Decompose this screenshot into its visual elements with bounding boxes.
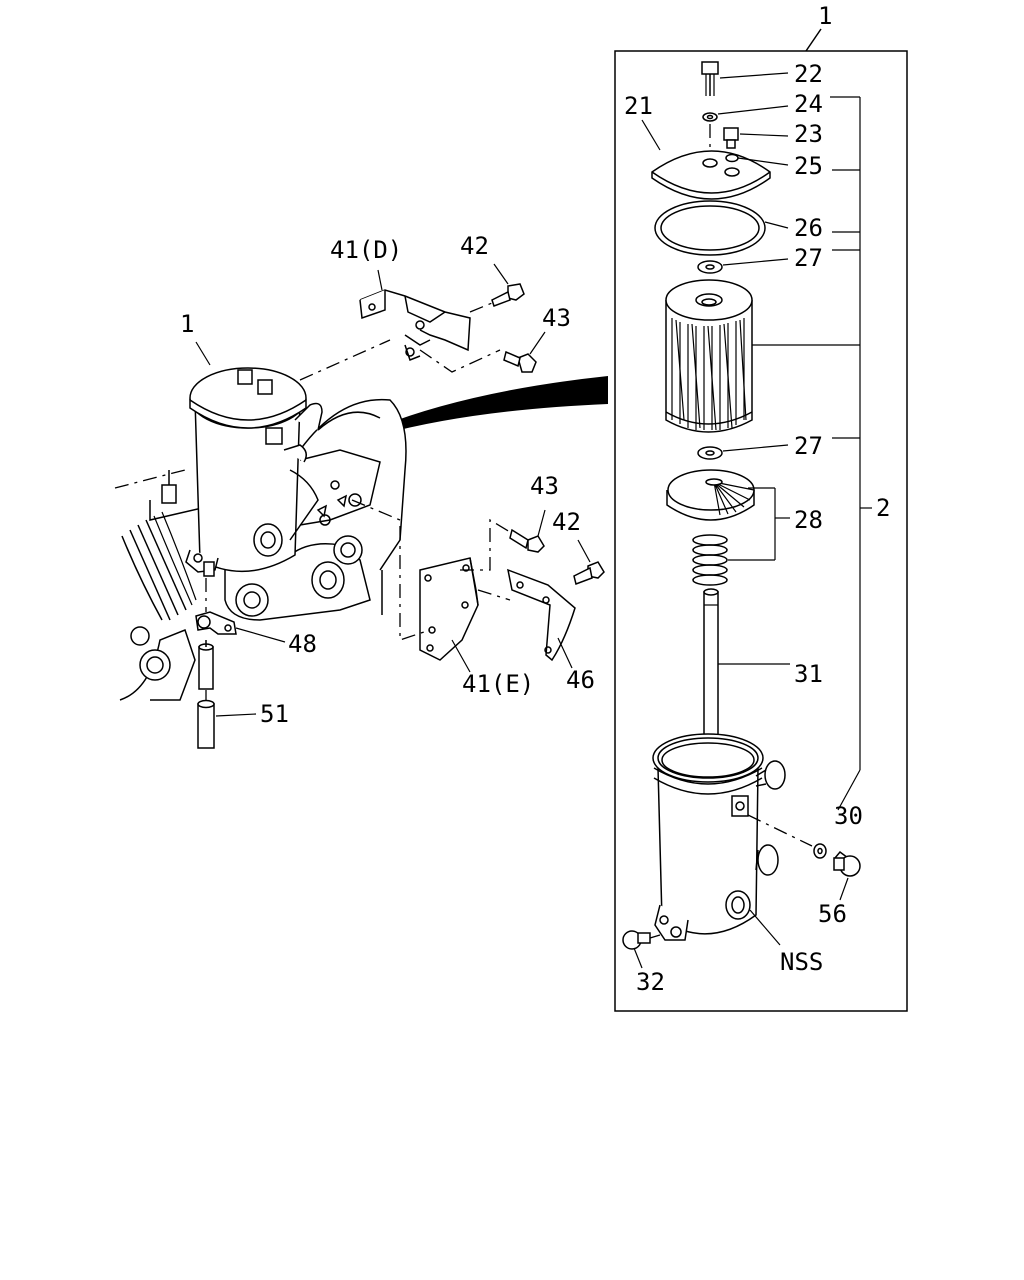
kit-bracket — [752, 96, 872, 811]
callout-46: 46 — [566, 666, 595, 694]
callout-23: 23 — [794, 120, 823, 148]
cover-21 — [641, 119, 771, 200]
drain-plug-32 — [622, 930, 661, 969]
callout-24: 24 — [794, 90, 823, 118]
callout-48: 48 — [288, 630, 317, 658]
callout-30: 30 — [834, 802, 863, 830]
callout-56: 56 — [818, 900, 847, 928]
clip-48 — [195, 578, 286, 643]
callout-21: 21 — [624, 92, 653, 120]
callout-42-lower: 42 — [552, 508, 581, 536]
callout-22: 22 — [794, 60, 823, 88]
spring-seat-28 — [666, 469, 755, 521]
callout-26: 26 — [794, 214, 823, 242]
filter-element — [665, 279, 753, 433]
callout-27-upper: 27 — [794, 244, 823, 272]
plug-23 — [723, 127, 789, 166]
spring-28 — [692, 487, 790, 586]
detail-pointer-arrow — [316, 376, 608, 457]
bolt-43-lower — [509, 509, 546, 553]
callout-41d: 41(D) — [330, 236, 402, 264]
bolt-56 — [833, 850, 861, 901]
callout-28: 28 — [794, 506, 823, 534]
callout-nss: NSS — [780, 948, 823, 976]
washer-27-lower — [697, 444, 789, 460]
bracket-41e — [351, 499, 511, 673]
callout-51: 51 — [260, 700, 289, 728]
callout-assembly-top: 1 — [818, 2, 832, 30]
washer-27-upper — [697, 258, 789, 274]
callout-25: 25 — [794, 152, 823, 180]
callout-42-upper: 42 — [460, 232, 489, 260]
callout-32: 32 — [636, 968, 665, 996]
callout-27-lower: 27 — [794, 432, 823, 460]
callout-43-upper: 43 — [542, 304, 571, 332]
bolt-42-upper — [469, 263, 525, 313]
callout-41e: 41(E) — [462, 670, 534, 698]
bracket-46 — [477, 568, 576, 669]
bolt-22 — [701, 61, 789, 96]
bolt-42-lower — [573, 539, 605, 585]
callout-43-lower: 43 — [530, 472, 559, 500]
bolt-43-upper — [503, 331, 546, 373]
callout-31: 31 — [794, 660, 823, 688]
bracket-41d — [359, 269, 501, 373]
callout-kit: 2 — [876, 494, 890, 522]
washer-30 — [813, 843, 827, 859]
filter-case — [652, 733, 813, 946]
detail-frame — [614, 28, 908, 1012]
callout-assembly-left: 1 — [180, 310, 194, 338]
oring-26 — [654, 200, 789, 256]
washer-24 — [702, 105, 789, 150]
engine-block-outline — [114, 339, 407, 701]
hose-51 — [197, 640, 257, 749]
fuel-filter-assembly-left — [185, 341, 323, 577]
